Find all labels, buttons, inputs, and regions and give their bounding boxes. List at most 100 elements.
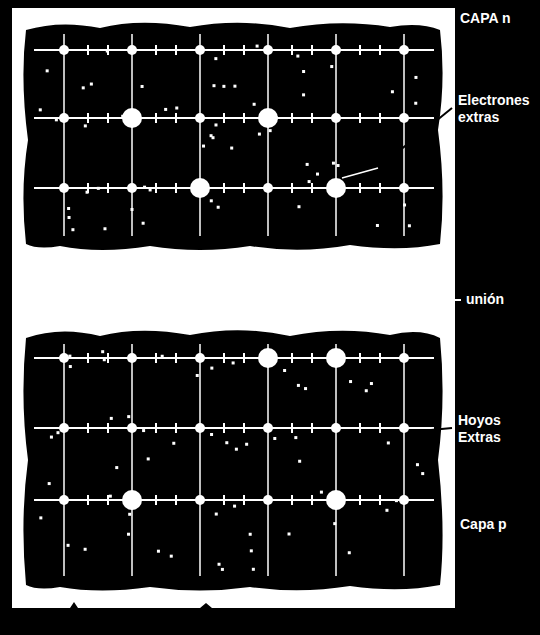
lattice-atom	[399, 183, 409, 193]
carrier-dot	[365, 389, 368, 392]
bond-electron	[379, 113, 381, 123]
carrier-dot	[48, 482, 51, 485]
carrier-dot	[110, 417, 113, 420]
carrier-dot	[90, 83, 93, 86]
bond-electron	[155, 353, 157, 363]
carrier-dot	[302, 70, 305, 73]
junction-label: unión	[466, 291, 536, 308]
lattice-atom	[127, 353, 137, 363]
carrier-dot	[103, 358, 106, 361]
lattice-atom	[263, 183, 273, 193]
bond-electron	[243, 45, 245, 55]
carrier-dot	[68, 216, 71, 219]
lattice-atom	[59, 45, 69, 55]
bond-electron	[359, 113, 361, 123]
carrier-dot	[269, 129, 272, 132]
layer-label: Capa p	[460, 516, 536, 533]
bond-electron	[311, 45, 313, 55]
bond-electron	[243, 183, 245, 193]
carrier-dot	[214, 57, 217, 60]
lattice-bond	[63, 344, 65, 576]
carrier-dot	[215, 513, 218, 516]
bond-electron	[359, 495, 361, 505]
bond-electron	[291, 183, 293, 193]
impurity-atom	[258, 108, 278, 128]
carrier-dot	[142, 429, 145, 432]
bond-electron	[379, 45, 381, 55]
panel-bottom-edge	[12, 602, 455, 635]
bond-electron	[87, 495, 89, 505]
bond-electron	[155, 113, 157, 123]
carrier-dot	[127, 533, 130, 536]
bond-electron	[379, 423, 381, 433]
lattice-atom	[331, 423, 341, 433]
carrier-dot	[214, 123, 217, 126]
bond-electron	[243, 353, 245, 363]
carrier-dot	[297, 384, 300, 387]
carrier-dot	[109, 495, 112, 498]
bond-electron	[87, 113, 89, 123]
bond-electron	[243, 113, 245, 123]
bond-electron	[155, 423, 157, 433]
lattice-atom	[331, 113, 341, 123]
carrier-dot	[230, 147, 233, 150]
lattice-atom	[195, 423, 205, 433]
carrier-dot	[268, 124, 271, 127]
carrier-dot	[348, 551, 351, 554]
lattice-bond	[267, 344, 269, 576]
bond-electron	[379, 495, 381, 505]
lattice-bond	[34, 499, 434, 501]
carrier-dot	[141, 85, 144, 88]
carrier-dot	[147, 457, 150, 460]
lattice-atoms	[34, 34, 434, 576]
carrier-dot	[225, 441, 228, 444]
lattice-atom	[59, 113, 69, 123]
carrier-dot	[86, 191, 89, 194]
carrier-dot	[387, 441, 390, 444]
carrier-dot	[210, 433, 213, 436]
carrier-dot	[143, 186, 146, 189]
carrier-dot	[103, 227, 106, 230]
junction-mark	[450, 299, 461, 301]
lattice-bond	[34, 357, 434, 359]
carrier-dot	[408, 224, 411, 227]
impurity-atom	[122, 490, 142, 510]
carrier-dot	[175, 107, 178, 110]
carrier-dot	[403, 203, 406, 206]
carrier-dot	[84, 124, 87, 127]
bond-electron	[223, 183, 225, 193]
bond-electron	[175, 113, 177, 123]
bond-electron	[155, 183, 157, 193]
carrier-dot	[46, 69, 49, 72]
carrier-dot	[55, 118, 58, 121]
bond-electron	[87, 353, 89, 363]
bond-electron	[359, 353, 361, 363]
impurity-atom	[122, 108, 142, 128]
lattice-atom	[59, 495, 69, 505]
carrier-dot	[252, 568, 255, 571]
bond-electron	[175, 495, 177, 505]
bond-electron	[311, 353, 313, 363]
carrier-dot	[68, 355, 71, 358]
lattice-bond	[131, 344, 133, 576]
layer-label: CAPA n	[460, 10, 536, 27]
carrier-dot	[82, 86, 85, 89]
carrier-dot	[222, 85, 225, 88]
lattice-atom	[331, 45, 341, 55]
carrier-dot	[414, 76, 417, 79]
bond-electron	[291, 495, 293, 505]
lattice-bond	[335, 34, 337, 236]
carrier-dot	[391, 90, 394, 93]
lattice-atom	[399, 495, 409, 505]
carrier-dot	[50, 436, 53, 439]
bond-electron	[175, 45, 177, 55]
bond-electron	[359, 423, 361, 433]
carrier-dot	[245, 443, 248, 446]
carrier-dot	[39, 516, 42, 519]
bond-electron	[175, 423, 177, 433]
bond-electron	[379, 183, 381, 193]
bond-electron	[107, 183, 109, 193]
p-layer-lattice	[23, 330, 442, 590]
lattice-bond	[34, 49, 434, 51]
lattice-atom	[195, 353, 205, 363]
